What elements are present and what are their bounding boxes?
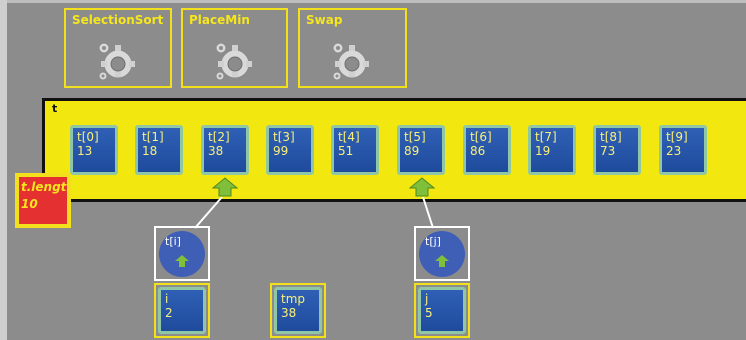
array-cell[interactable]: t[1] 18 bbox=[135, 125, 183, 175]
function-selectionsort[interactable]: SelectionSort bbox=[64, 8, 172, 88]
variable-value: 5 bbox=[425, 306, 433, 320]
function-label: PlaceMin bbox=[189, 13, 250, 27]
gear-icon bbox=[328, 38, 374, 84]
array-cell[interactable]: t[7] 19 bbox=[528, 125, 576, 175]
cell-label: t[8] bbox=[600, 130, 622, 144]
cell-value: 86 bbox=[470, 144, 486, 158]
cell-label: t[1] bbox=[142, 130, 164, 144]
cell-value: 99 bbox=[273, 144, 289, 158]
variable-value: 38 bbox=[281, 306, 297, 320]
variable-i[interactable]: i 2 bbox=[154, 283, 210, 338]
pointer-ti[interactable]: t[i] bbox=[154, 226, 210, 281]
variable-tmp[interactable]: tmp 38 bbox=[270, 283, 326, 338]
array-cell[interactable]: t[6] 86 bbox=[463, 125, 511, 175]
length-label: t.length bbox=[21, 180, 67, 194]
cell-label: t[2] bbox=[208, 130, 230, 144]
cell-label: t[0] bbox=[77, 130, 99, 144]
pointer-label: t[i] bbox=[165, 235, 181, 248]
top-edge bbox=[0, 0, 746, 3]
function-label: SelectionSort bbox=[72, 13, 164, 27]
pointer-tj[interactable]: t[j] bbox=[414, 226, 470, 281]
cell-value: 73 bbox=[600, 144, 616, 158]
arrow-up-icon bbox=[212, 177, 238, 197]
pointer-circle: t[i] bbox=[159, 231, 205, 277]
cell-value: 38 bbox=[208, 144, 224, 158]
array-cell[interactable]: t[0] 13 bbox=[70, 125, 118, 175]
variable-j[interactable]: j 5 bbox=[414, 283, 470, 338]
pointer-circle: t[j] bbox=[419, 231, 465, 277]
array-cell[interactable]: t[9] 23 bbox=[659, 125, 707, 175]
variable-value: 2 bbox=[165, 306, 173, 320]
pointer-label: t[j] bbox=[425, 235, 441, 248]
cell-value: 89 bbox=[404, 144, 420, 158]
arrow-up-icon bbox=[435, 255, 449, 267]
gear-icon bbox=[94, 38, 140, 84]
variable-label: i bbox=[165, 292, 169, 306]
array-cell[interactable]: t[8] 73 bbox=[593, 125, 641, 175]
cell-label: t[4] bbox=[338, 130, 360, 144]
cell-value: 19 bbox=[535, 144, 551, 158]
cell-value: 18 bbox=[142, 144, 158, 158]
arrow-up-icon bbox=[175, 255, 189, 267]
arrow-up-icon bbox=[409, 177, 435, 197]
cell-value: 23 bbox=[666, 144, 682, 158]
array-name: t bbox=[52, 102, 58, 115]
array-cell[interactable]: t[5] 89 bbox=[397, 125, 445, 175]
cell-label: t[6] bbox=[470, 130, 492, 144]
gear-icon bbox=[211, 38, 257, 84]
variable-label: j bbox=[425, 292, 429, 306]
function-swap[interactable]: Swap bbox=[298, 8, 407, 88]
left-edge bbox=[0, 0, 7, 340]
variable-cell: tmp 38 bbox=[274, 287, 322, 334]
length-value: 10 bbox=[21, 197, 38, 211]
array-cell[interactable]: t[3] 99 bbox=[266, 125, 314, 175]
cell-label: t[7] bbox=[535, 130, 557, 144]
function-label: Swap bbox=[306, 13, 343, 27]
variable-cell: i 2 bbox=[158, 287, 206, 334]
variable-label: tmp bbox=[281, 292, 306, 306]
array-cell[interactable]: t[2] 38 bbox=[201, 125, 249, 175]
length-cell: t.length 10 bbox=[19, 177, 67, 224]
array-cell[interactable]: t[4] 51 bbox=[331, 125, 379, 175]
cell-label: t[3] bbox=[273, 130, 295, 144]
cell-label: t[9] bbox=[666, 130, 688, 144]
cell-value: 13 bbox=[77, 144, 93, 158]
length-variable[interactable]: t.length 10 bbox=[15, 173, 71, 228]
cell-value: 51 bbox=[338, 144, 354, 158]
function-placemin[interactable]: PlaceMin bbox=[181, 8, 288, 88]
variable-cell: j 5 bbox=[418, 287, 466, 334]
cell-label: t[5] bbox=[404, 130, 426, 144]
